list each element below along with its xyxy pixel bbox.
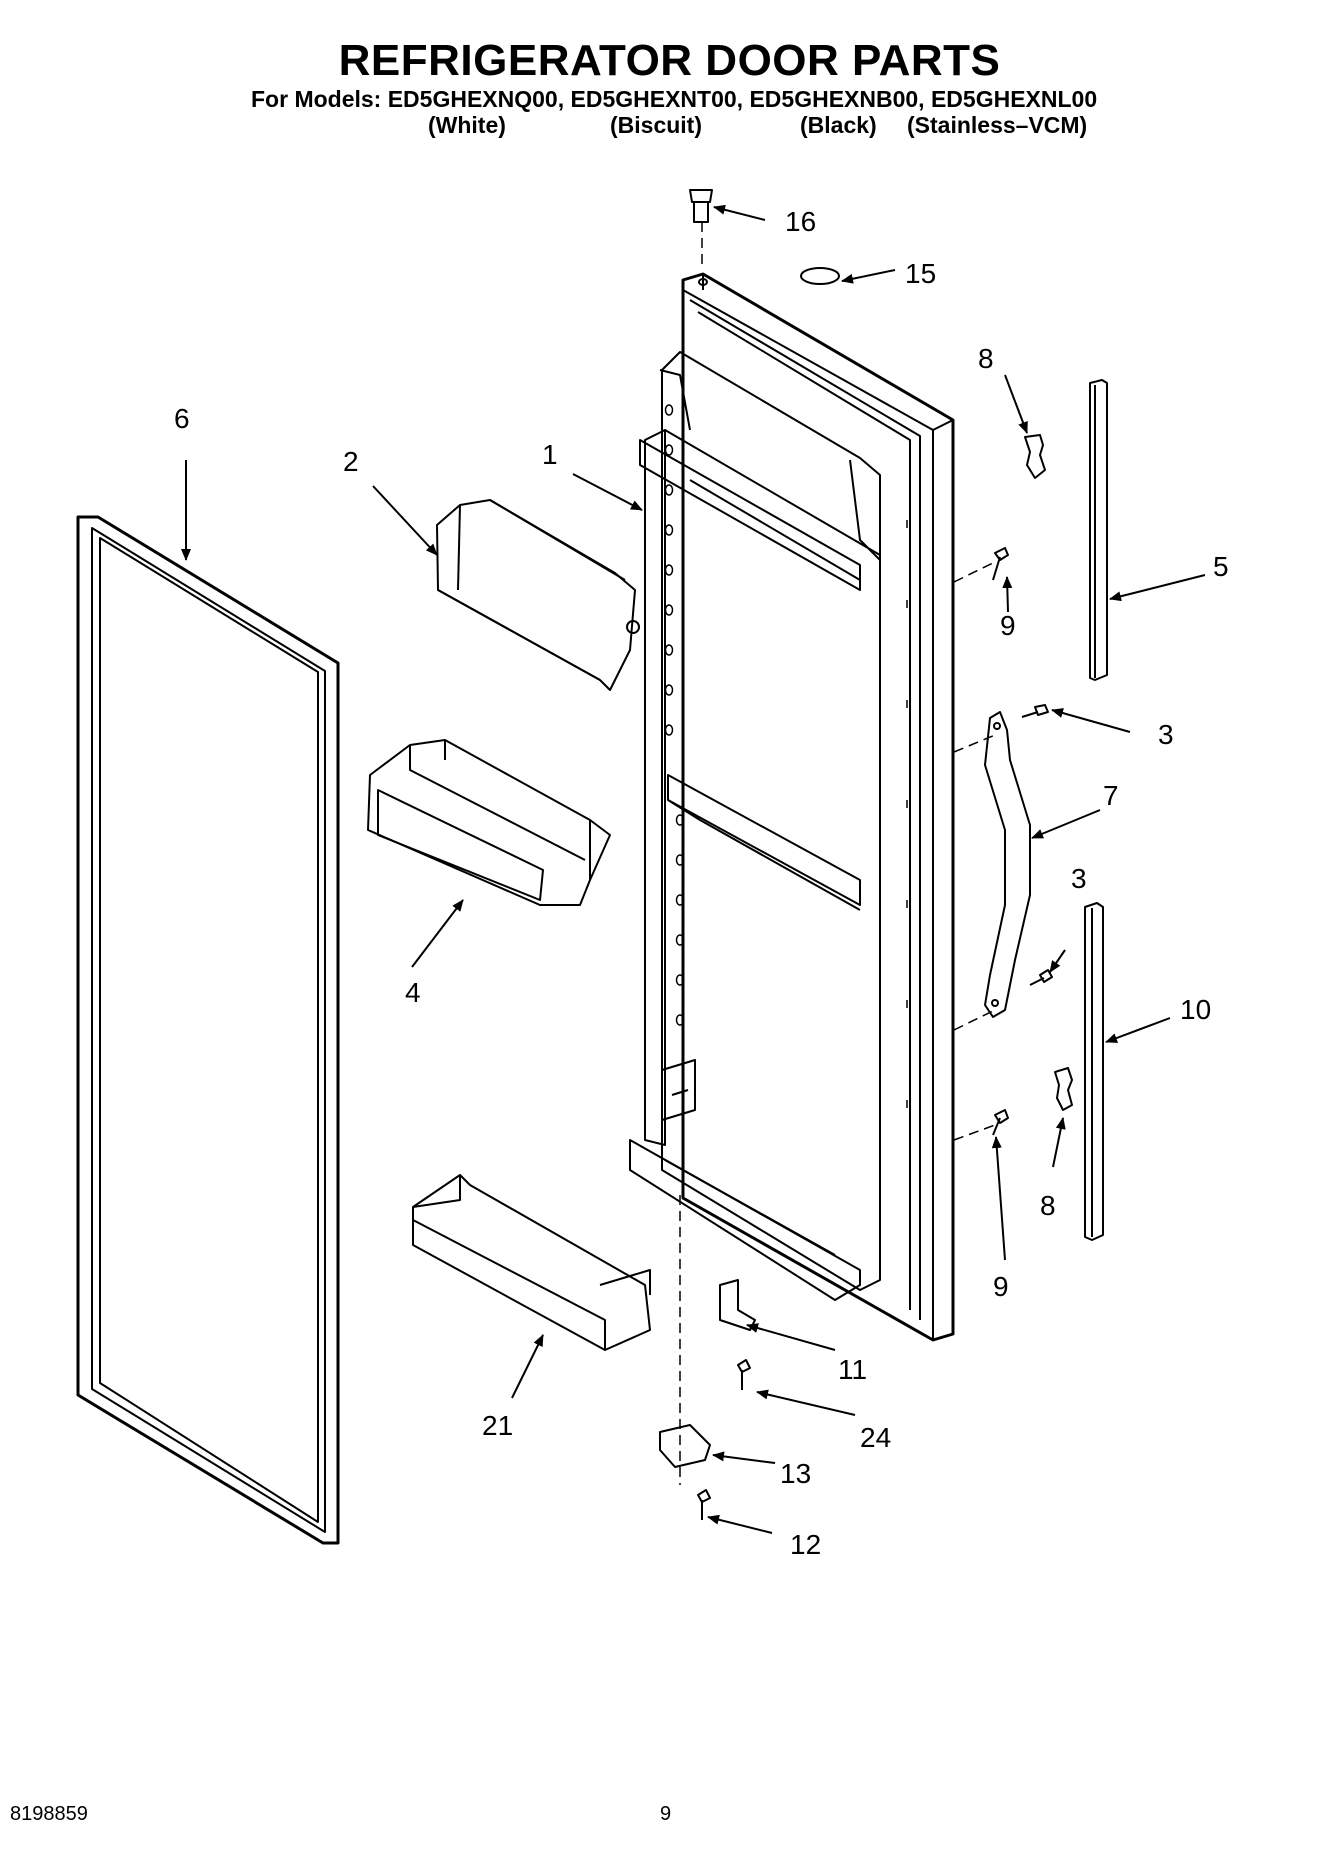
callout-3-lower: 3 [1071, 863, 1087, 894]
hinge-pin-part [689, 189, 713, 223]
document-number: 8198859 [10, 1803, 88, 1825]
callout-4: 4 [405, 977, 421, 1008]
callout-2: 2 [343, 446, 359, 477]
callout-13: 13 [780, 1458, 811, 1489]
callout-9-lower: 9 [993, 1271, 1009, 1302]
door-bin-part [367, 739, 611, 906]
callout-21: 21 [482, 1410, 513, 1441]
lower-door-bin-part [412, 1174, 651, 1351]
door-gasket-part [76, 515, 340, 1545]
hinge-bracket-part [659, 1424, 711, 1468]
callout-6: 6 [174, 403, 190, 434]
callout-numbers: 16 15 8 6 2 1 5 9 3 7 3 10 4 8 9 11 24 2… [174, 206, 1229, 1560]
trim-clip-part [1024, 434, 1073, 1111]
alignment-lines [679, 222, 996, 1485]
callout-12: 12 [790, 1529, 821, 1560]
lower-hinge-part [719, 1279, 756, 1331]
color-label-stainless: (Stainless–VCM) [907, 112, 1088, 138]
callout-8-lower: 8 [1040, 1190, 1056, 1221]
callout-3-upper: 3 [1158, 719, 1174, 750]
callout-11: 11 [838, 1354, 867, 1385]
door-liner-assembly-part [629, 272, 955, 1342]
door-handle-part [984, 711, 1031, 1018]
upper-door-bin-part [436, 499, 640, 691]
callout-24: 24 [860, 1422, 891, 1453]
color-label-biscuit: (Biscuit) [610, 112, 702, 138]
callout-8-upper: 8 [978, 343, 994, 374]
color-label-black: (Black) [800, 112, 877, 138]
lower-trim-strip-part [1084, 902, 1104, 1241]
screws [697, 547, 1053, 1520]
callout-9-upper: 9 [1000, 610, 1016, 641]
page-title: REFRIGERATOR DOOR PARTS [338, 36, 1001, 85]
callout-10: 10 [1180, 994, 1211, 1025]
color-label-white: (White) [428, 112, 506, 138]
callout-15: 15 [905, 258, 936, 289]
leader-arrows [181, 204, 1206, 1534]
callout-16: 16 [785, 206, 816, 237]
models-line: For Models: ED5GHEXNQ00, ED5GHEXNT00, ED… [251, 86, 1098, 112]
washer-part [800, 267, 840, 285]
callout-5: 5 [1213, 551, 1229, 582]
upper-trim-strip-part [1089, 379, 1108, 681]
callout-1: 1 [542, 439, 558, 470]
page-number: 9 [660, 1803, 672, 1825]
callout-7: 7 [1103, 780, 1119, 811]
